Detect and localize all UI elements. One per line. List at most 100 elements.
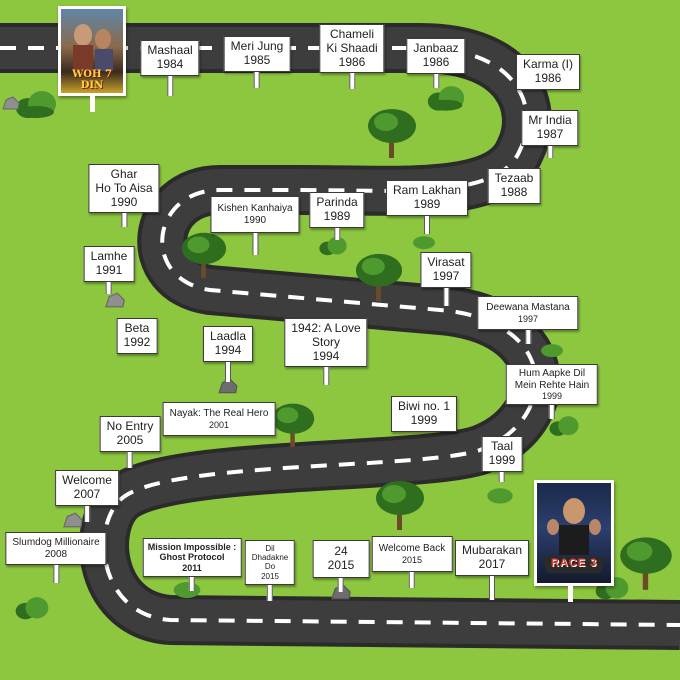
rock <box>330 584 352 605</box>
tree <box>270 398 316 455</box>
sign-post <box>254 71 260 88</box>
tree <box>180 228 228 285</box>
film-title: Welcome <box>62 473 112 487</box>
poster-first-caption: WOH 7 DIN <box>72 69 112 91</box>
milestone-sign-deewana-mastana: Deewana Mastana 1997 <box>477 296 579 344</box>
rock <box>62 512 84 533</box>
sign-post <box>105 281 112 294</box>
milestone-sign-no-entry: No Entry 2005 <box>99 416 161 468</box>
sign-post <box>349 73 355 90</box>
milestone-sign-chameli-ki-shaadi: Chameli Ki Shaadi 1986 <box>319 24 385 90</box>
sign-post <box>323 367 329 386</box>
film-year: 1987 <box>536 126 564 141</box>
film-year: 2015 <box>261 571 279 581</box>
sign-post <box>266 584 273 601</box>
sign-post <box>546 145 553 158</box>
sign-board: Ghar Ho To Aisa 1990 <box>88 164 160 214</box>
sign-board: Biwi no. 1 1999 <box>390 396 458 432</box>
film-year: 1986 <box>338 54 366 69</box>
sign-post <box>121 213 127 228</box>
film-title: Tezaab <box>494 171 534 185</box>
milestone-sign-lamhe: Lamhe 1991 <box>83 246 135 294</box>
milestone-sign-hum-aapke-dil-mein-rehte-hain: Hum Aapke Dil Mein Rehte Hain 1999 <box>505 364 599 420</box>
sign-board: 24 2015 <box>312 540 370 578</box>
sign-post <box>334 227 340 240</box>
film-year: 1985 <box>243 52 271 67</box>
tree <box>366 104 418 165</box>
poster-first-post <box>90 96 95 112</box>
sign-board: Ram Lakhan 1989 <box>385 180 469 216</box>
sign-board: Chameli Ki Shaadi 1986 <box>319 24 385 74</box>
film-title: Slumdog Millionaire <box>12 537 100 548</box>
film-title: Mubarakan <box>461 543 523 557</box>
sign-board: Hum Aapke Dil Mein Rehte Hain 1999 <box>505 364 599 406</box>
film-year: 1999 <box>410 412 438 427</box>
road-lane-marking <box>0 46 680 627</box>
sign-post <box>52 565 59 583</box>
milestone-sign-24: 24 2015 <box>312 540 370 592</box>
film-title: Biwi no. 1 <box>397 399 451 413</box>
film-year: 1994 <box>214 342 242 357</box>
film-title: No Entry <box>106 419 154 433</box>
bush <box>412 232 436 255</box>
milestone-sign-ram-lakhan: Ram Lakhan 1989 <box>385 180 469 234</box>
film-title: Welcome Back <box>378 543 446 554</box>
rock <box>2 96 20 115</box>
poster-first-film: WOH 7 DIN <box>58 6 126 96</box>
sign-post <box>127 451 133 468</box>
milestone-sign-karma: Karma (I) 1986 <box>515 54 581 90</box>
rock <box>104 292 126 313</box>
film-title: Kishen Kanhaiya <box>217 203 293 214</box>
bush <box>486 484 514 509</box>
film-year: 1999 <box>541 391 563 401</box>
film-year: 1986 <box>422 54 450 69</box>
film-year: 1989 <box>413 196 441 211</box>
bush <box>14 594 50 625</box>
sign-post <box>498 471 505 482</box>
film-year: 2008 <box>44 548 68 560</box>
milestone-sign-welcome: Welcome 2007 <box>55 470 119 522</box>
film-title: 1942: A Love Story <box>291 321 361 349</box>
milestone-sign-biwi-no-1: Biwi no. 1 1999 <box>390 396 458 432</box>
milestone-sign-tezaab: Tezaab 1988 <box>487 168 541 204</box>
film-year: 1989 <box>323 208 351 223</box>
milestone-sign-1942-a-love-story: 1942: A Love Story 1994 <box>284 318 368 386</box>
film-year: 1992 <box>123 334 151 349</box>
sign-board: Beta 1992 <box>116 318 158 354</box>
film-year: 2001 <box>208 419 230 430</box>
film-year: 2015 <box>327 557 355 572</box>
sign-board: Taal 1999 <box>481 436 523 472</box>
rock <box>218 378 238 399</box>
film-year: 1986 <box>534 70 562 85</box>
sign-board: Laadla 1994 <box>202 326 254 362</box>
sign-board: Lamhe 1991 <box>83 246 135 282</box>
sign-post <box>442 287 449 306</box>
bush <box>548 414 580 441</box>
film-year: 2005 <box>116 432 144 447</box>
sign-board: Nayak: The Real Hero 2001 <box>162 402 276 436</box>
film-year: 1990 <box>110 194 138 209</box>
sign-post <box>166 75 173 96</box>
poster-last-caption: RACE 3 <box>550 557 598 569</box>
sign-post <box>488 575 495 600</box>
sign-post <box>188 577 195 592</box>
sign-board: Mubarakan 2017 <box>454 540 530 576</box>
film-title: Janbaaz <box>413 41 459 55</box>
film-title: Ram Lakhan <box>392 183 462 197</box>
film-title: Karma (I) <box>522 57 574 71</box>
sign-board: Mashaal 1984 <box>140 40 200 76</box>
bush <box>426 82 466 117</box>
poster-last-post <box>568 586 573 602</box>
film-title: Chameli Ki Shaadi <box>326 27 378 55</box>
sign-board: Dil Dhadakne Do 2015 <box>244 540 296 585</box>
sign-board: Kishen Kanhaiya 1990 <box>210 196 300 233</box>
milestone-sign-virasat: Virasat 1997 <box>420 252 472 306</box>
milestone-sign-meri-jung: Meri Jung 1985 <box>223 36 291 88</box>
film-title: Meri Jung <box>230 39 284 53</box>
film-title: Ghar Ho To Aisa <box>95 167 153 195</box>
film-year: 2015 <box>401 554 423 565</box>
milestone-sign-mr-india: Mr India 1987 <box>521 110 579 158</box>
milestone-sign-welcome-back: Welcome Back 2015 <box>371 536 453 588</box>
film-year: 1997 <box>517 313 539 324</box>
sign-board: Welcome 2007 <box>55 470 119 506</box>
